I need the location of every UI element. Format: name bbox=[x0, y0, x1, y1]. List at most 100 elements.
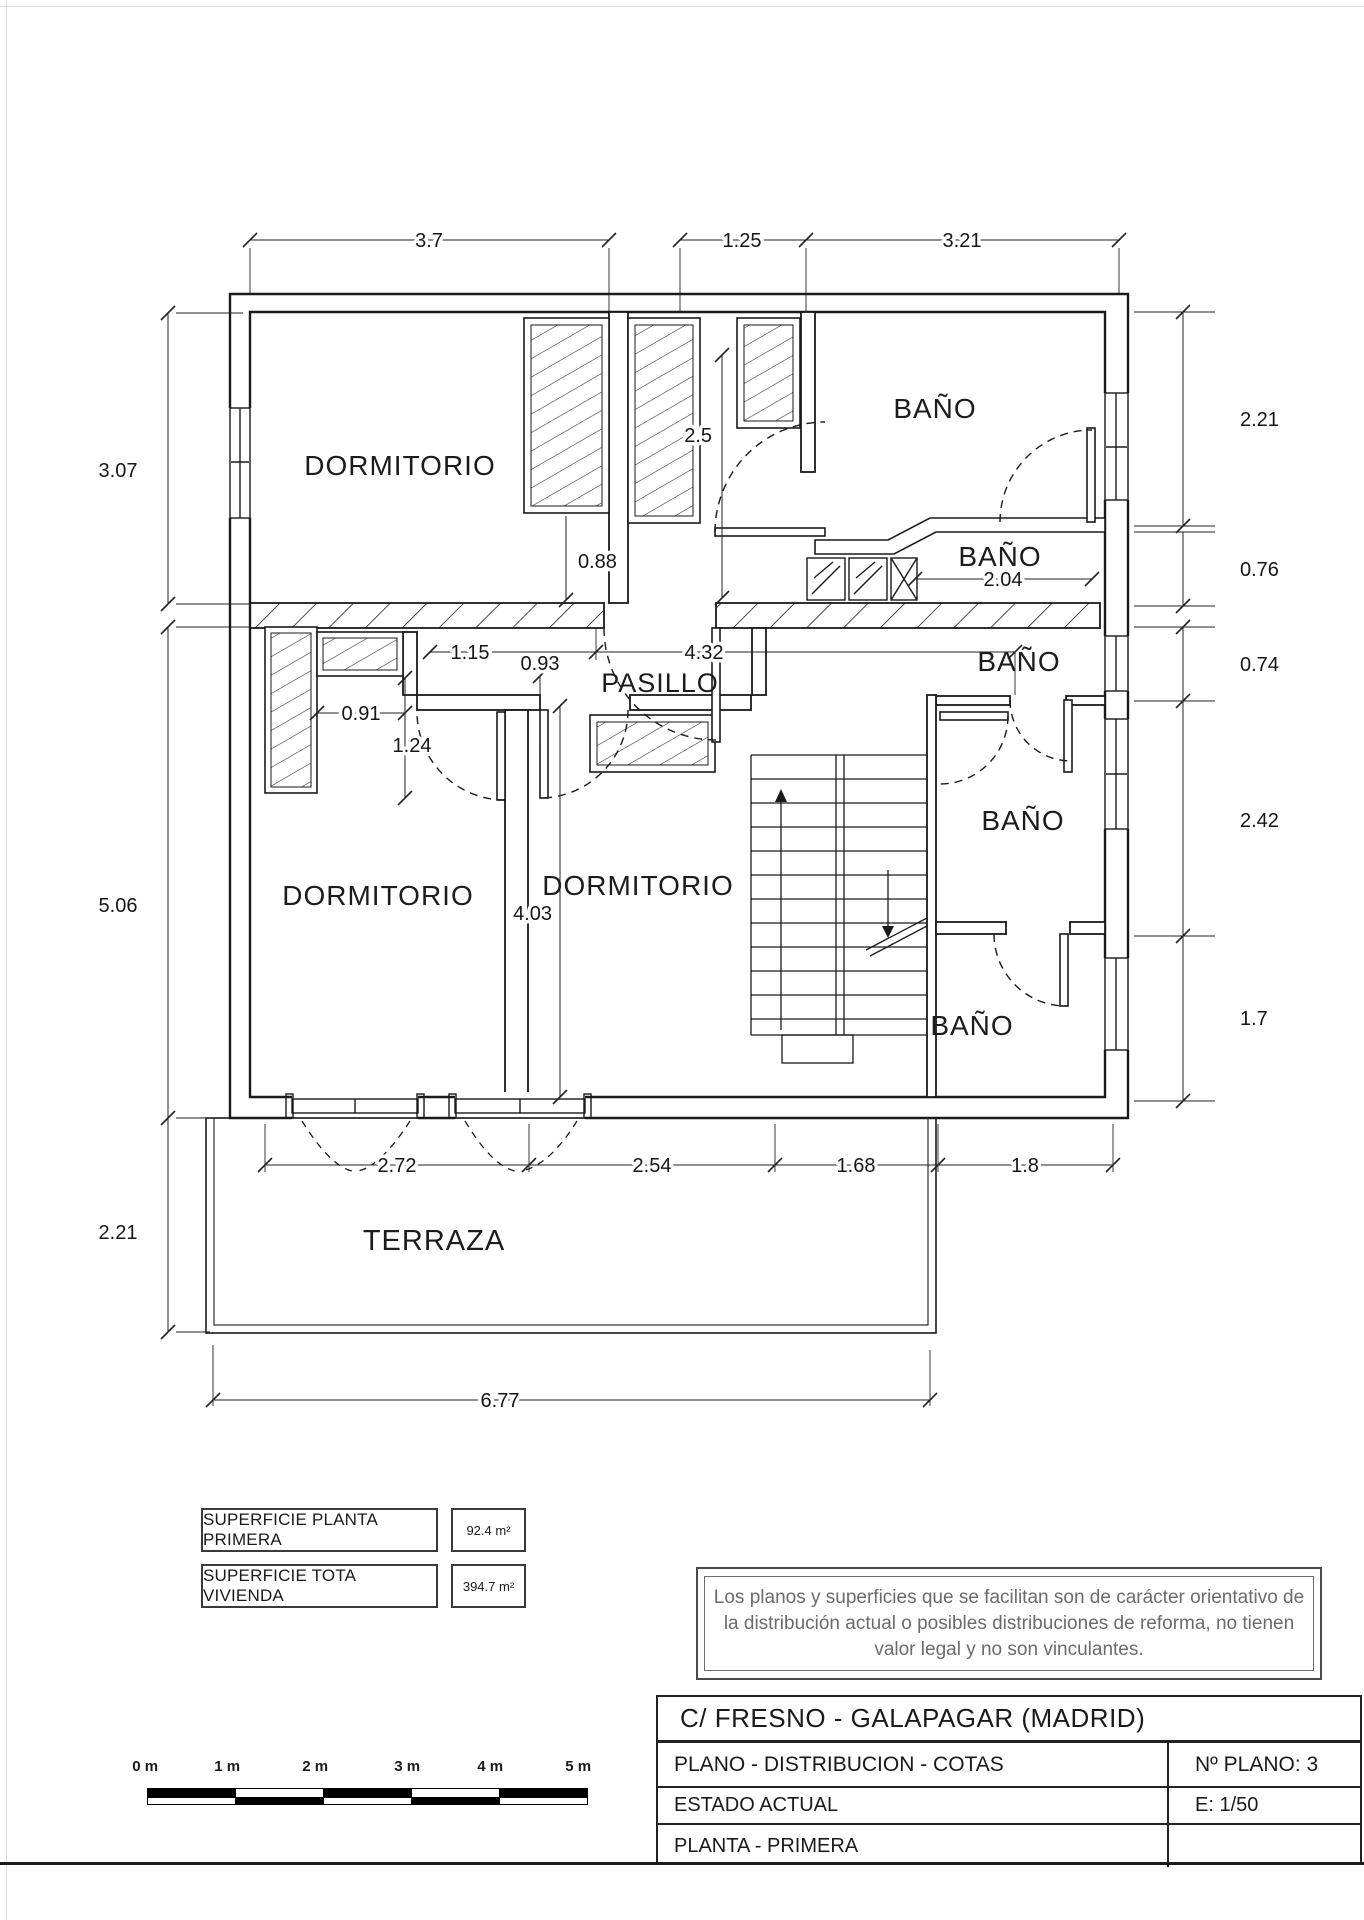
title-block-row-3: ESTADO ACTUAL E: 1/50 bbox=[658, 1788, 1360, 1825]
closet-bedroom1 bbox=[523, 317, 610, 514]
door-leaf-bedroom2 bbox=[496, 711, 506, 801]
disclaimer-line-3: valor legal y no son vinculantes. bbox=[874, 1638, 1144, 1660]
stairs-up-arrow bbox=[775, 789, 787, 802]
bottom-rule-line bbox=[0, 1862, 1364, 1865]
title-block-row-2: PLANO - DISTRIBUCION - COTAS Nº PLANO: 3 bbox=[658, 1743, 1360, 1788]
windows bbox=[226, 392, 1132, 1051]
dim-hall-height: 2.5 bbox=[684, 425, 712, 447]
exterior-walls bbox=[228, 292, 1130, 1120]
dimension-texts: 3.7 1.25 3.21 3.07 5.06 2.21 2.21 0.76 0… bbox=[95, 227, 1282, 1416]
title-block-empty-cell bbox=[1167, 1825, 1360, 1867]
area-label-planta-primera: SUPERFICIE PLANTA PRIMERA bbox=[201, 1508, 438, 1552]
door-leaf-bath4 bbox=[1063, 699, 1073, 773]
terrace-walls bbox=[205, 1117, 937, 1334]
area-table-row-2: SUPERFICIE TOTA VIVIENDA 394.7 m² bbox=[201, 1564, 526, 1608]
dim-bedroom3-height: 4.03 bbox=[513, 903, 552, 925]
door-leaf-bedroom3 bbox=[539, 709, 549, 799]
scale-bar: 0 m 1 m 2 m 3 m 4 m 5 m bbox=[120, 1758, 620, 1805]
disclaimer-line-1: Los planos y superficies que se facilita… bbox=[713, 1586, 1305, 1608]
dim-pasillo-seg: 1.15 bbox=[451, 642, 490, 664]
title-block-plan-number: Nº PLANO: 3 bbox=[1167, 1743, 1360, 1786]
title-block-address-row: C/ FRESNO - GALAPAGAR (MADRID) bbox=[658, 1697, 1360, 1743]
dim-bottom-1: 2.72 bbox=[378, 1155, 417, 1177]
dim-bottom-3: 1.68 bbox=[837, 1155, 876, 1177]
dim-top-3: 3.21 bbox=[943, 230, 982, 252]
area-value-planta-primera: 92.4 m² bbox=[451, 1508, 526, 1552]
title-block: C/ FRESNO - GALAPAGAR (MADRID) PLANO - D… bbox=[656, 1695, 1362, 1867]
scale-label-5m: 5 m bbox=[565, 1758, 592, 1775]
terrace-doors bbox=[285, 1092, 592, 1172]
closet-bedroom2-shelf bbox=[316, 631, 404, 677]
disclaimer-text: Los planos y superficies que se facilita… bbox=[704, 1576, 1314, 1671]
closets bbox=[264, 317, 801, 794]
stairs bbox=[750, 754, 928, 1064]
bath2-fixtures bbox=[806, 557, 918, 601]
window-right-bath5 bbox=[1101, 957, 1132, 1051]
dim-left-1: 3.07 bbox=[99, 460, 138, 482]
dim-left-3: 2.21 bbox=[99, 1222, 138, 1244]
door-leaf-hall bbox=[711, 627, 721, 743]
room-label-bath4: BAÑO bbox=[981, 805, 1064, 836]
dim-right-1: 2.21 bbox=[1240, 409, 1279, 431]
title-block-scale: E: 1/50 bbox=[1167, 1788, 1360, 1823]
page-top-edge-line bbox=[0, 6, 1364, 7]
scale-bar-labels: 0 m 1 m 2 m 3 m 4 m 5 m bbox=[120, 1758, 620, 1778]
title-block-estado: ESTADO ACTUAL bbox=[674, 1794, 839, 1816]
title-block-planta: PLANTA - PRIMERA bbox=[674, 1834, 859, 1857]
dim-bottom-2: 2.54 bbox=[633, 1155, 672, 1177]
closet-bedroom3 bbox=[589, 714, 716, 773]
room-label-hallway: PASILLO bbox=[601, 668, 719, 698]
dim-terrace-width: 6.77 bbox=[481, 1390, 520, 1412]
dimension-lines bbox=[160, 232, 1215, 1408]
window-left bbox=[226, 407, 254, 519]
dim-left-2: 5.06 bbox=[99, 895, 138, 917]
structural-wall-left bbox=[249, 602, 605, 629]
area-table-row-1: SUPERFICIE PLANTA PRIMERA 92.4 m² bbox=[201, 1508, 526, 1552]
room-label-bedroom1: DORMITORIO bbox=[304, 450, 495, 481]
dim-nook-width: 0.91 bbox=[342, 703, 381, 725]
scale-label-2m: 2 m bbox=[302, 1758, 329, 1775]
scale-bar-strip bbox=[147, 1788, 588, 1805]
doors bbox=[416, 421, 1096, 1007]
window-right-bath3 bbox=[1101, 635, 1132, 692]
room-label-bedroom3: DORMITORIO bbox=[542, 870, 733, 901]
area-value-total-vivienda: 394.7 m² bbox=[451, 1564, 526, 1608]
disclaimer-line-2: la distribución actual o posibles distri… bbox=[723, 1612, 1295, 1634]
dim-right-4: 2.42 bbox=[1240, 810, 1279, 832]
dim-right-2: 0.76 bbox=[1240, 559, 1279, 581]
closet-hall-right bbox=[736, 317, 801, 429]
interior-walls bbox=[249, 311, 1106, 1098]
floor-plan-drawing: DORMITORIO DORMITORIO DORMITORIO BAÑO BA… bbox=[95, 227, 1282, 1416]
dim-top-1: 3.7 bbox=[415, 230, 443, 252]
room-label-bath5: BAÑO bbox=[930, 1010, 1013, 1041]
dim-nook-depth: 1.24 bbox=[393, 735, 432, 757]
page-left-edge-line bbox=[6, 0, 7, 1920]
area-label-total-vivienda: SUPERFICIE TOTA VIVIENDA bbox=[201, 1564, 438, 1608]
dim-bottom-4: 1.8 bbox=[1011, 1155, 1039, 1177]
title-block-address: C/ FRESNO - GALAPAGAR (MADRID) bbox=[680, 1703, 1146, 1733]
dim-top-2: 1.25 bbox=[723, 230, 762, 252]
room-label-terrace: TERRAZA bbox=[363, 1225, 505, 1257]
structural-wall-right bbox=[715, 602, 1101, 629]
dim-bath2-width: 2.04 bbox=[984, 569, 1023, 591]
scale-label-1m: 1 m bbox=[214, 1758, 241, 1775]
title-block-plan-type: PLANO - DISTRIBUCION - COTAS bbox=[674, 1752, 1004, 1776]
room-labels: DORMITORIO DORMITORIO DORMITORIO BAÑO BA… bbox=[282, 393, 1064, 1257]
window-right-bath4 bbox=[1101, 718, 1132, 830]
dim-wardrobe-width: 0.88 bbox=[578, 551, 617, 573]
closet-hall-left bbox=[627, 317, 701, 524]
door-leaf-bath1 bbox=[714, 527, 826, 537]
duct-box bbox=[890, 557, 918, 601]
stairs-down-arrow bbox=[882, 926, 894, 938]
dim-pasillo-length: 4.32 bbox=[685, 642, 724, 664]
scale-label-4m: 4 m bbox=[477, 1758, 504, 1775]
disclaimer-box: Los planos y superficies que se facilita… bbox=[696, 1567, 1322, 1680]
window-right-bath1 bbox=[1101, 392, 1132, 501]
dim-right-3: 0.74 bbox=[1240, 654, 1279, 676]
closet-bedroom2-tall bbox=[264, 626, 318, 794]
room-label-bedroom2: DORMITORIO bbox=[282, 880, 473, 911]
door-leaf-bath5 bbox=[1059, 933, 1069, 1007]
room-label-bath1: BAÑO bbox=[893, 393, 976, 424]
room-label-bath3: BAÑO bbox=[977, 646, 1060, 677]
